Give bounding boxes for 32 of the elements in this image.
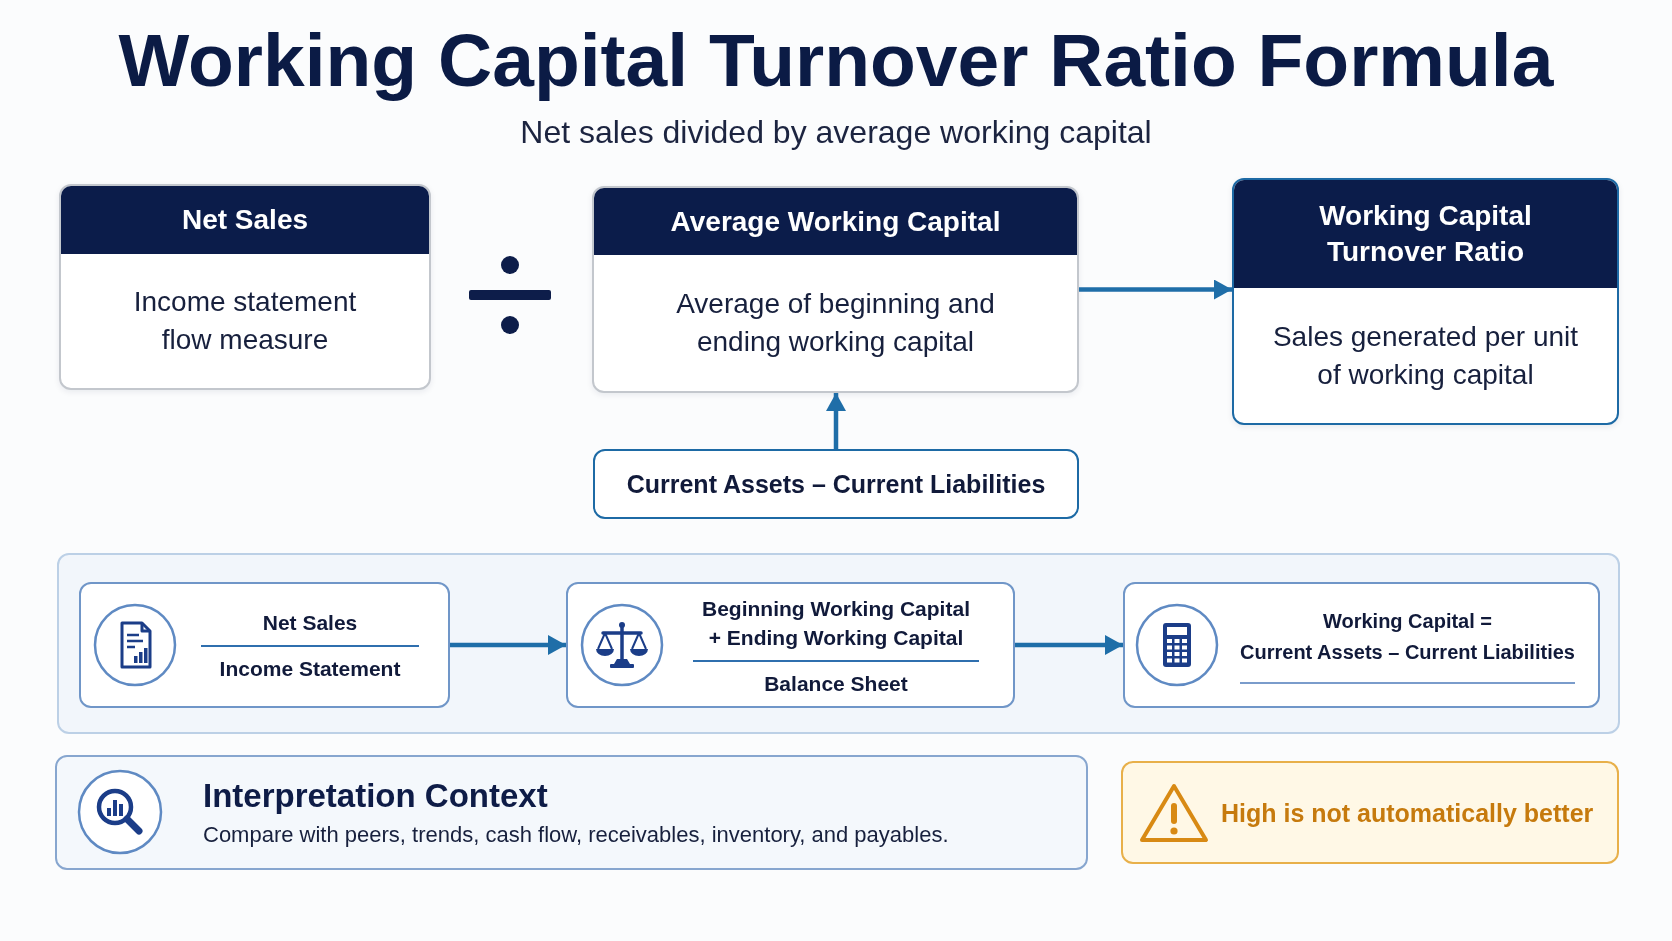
formula-text: Working Capital = [1322,609,1493,634]
arrow [1015,635,1123,655]
arrow [826,393,846,449]
context-box [55,755,1088,870]
context-description: Compare with peers, trends, cash flow, receivables, inventory, and payables. [203,820,949,849]
card-heading: Average Working Capital [670,204,1001,239]
formula-card [59,184,431,390]
formula-text: Current Assets – Current Liabilities [1240,640,1575,665]
fraction-numerator: Net Sales [262,610,358,636]
warning-text: High is not automatically better [1221,797,1594,828]
formula-text: Current Assets – Current Liabilities [626,469,1046,499]
fraction-denominator: Income Statement [219,656,401,682]
source-card [1123,582,1600,708]
card-description: Average of beginning and ending working capital [675,287,996,359]
source-card [79,582,450,708]
title: Working Capital Turnover Ratio Formula [118,17,1554,104]
context-heading: Interpretation Context [203,776,548,815]
subtitle: Net sales divided by average working capital [520,113,1152,152]
fraction-denominator: Balance Sheet [764,670,908,697]
card-heading: Working Capital Turnover Ratio [1318,199,1533,269]
card-heading: Net Sales [181,203,309,237]
arrow [1079,279,1232,300]
arrow [450,635,566,655]
card-description: Income statement flow measure [132,285,358,357]
source-card [566,582,1015,708]
formula-box [593,449,1079,519]
source-panel [57,553,1620,734]
formula-card [592,186,1079,393]
fraction-numerator: Beginning Working Capital + Ending Working Capital [701,595,971,651]
card-description: Sales generated per unit of working capital [1271,319,1580,392]
warning-box [1121,761,1619,864]
formula-card [1232,178,1619,425]
